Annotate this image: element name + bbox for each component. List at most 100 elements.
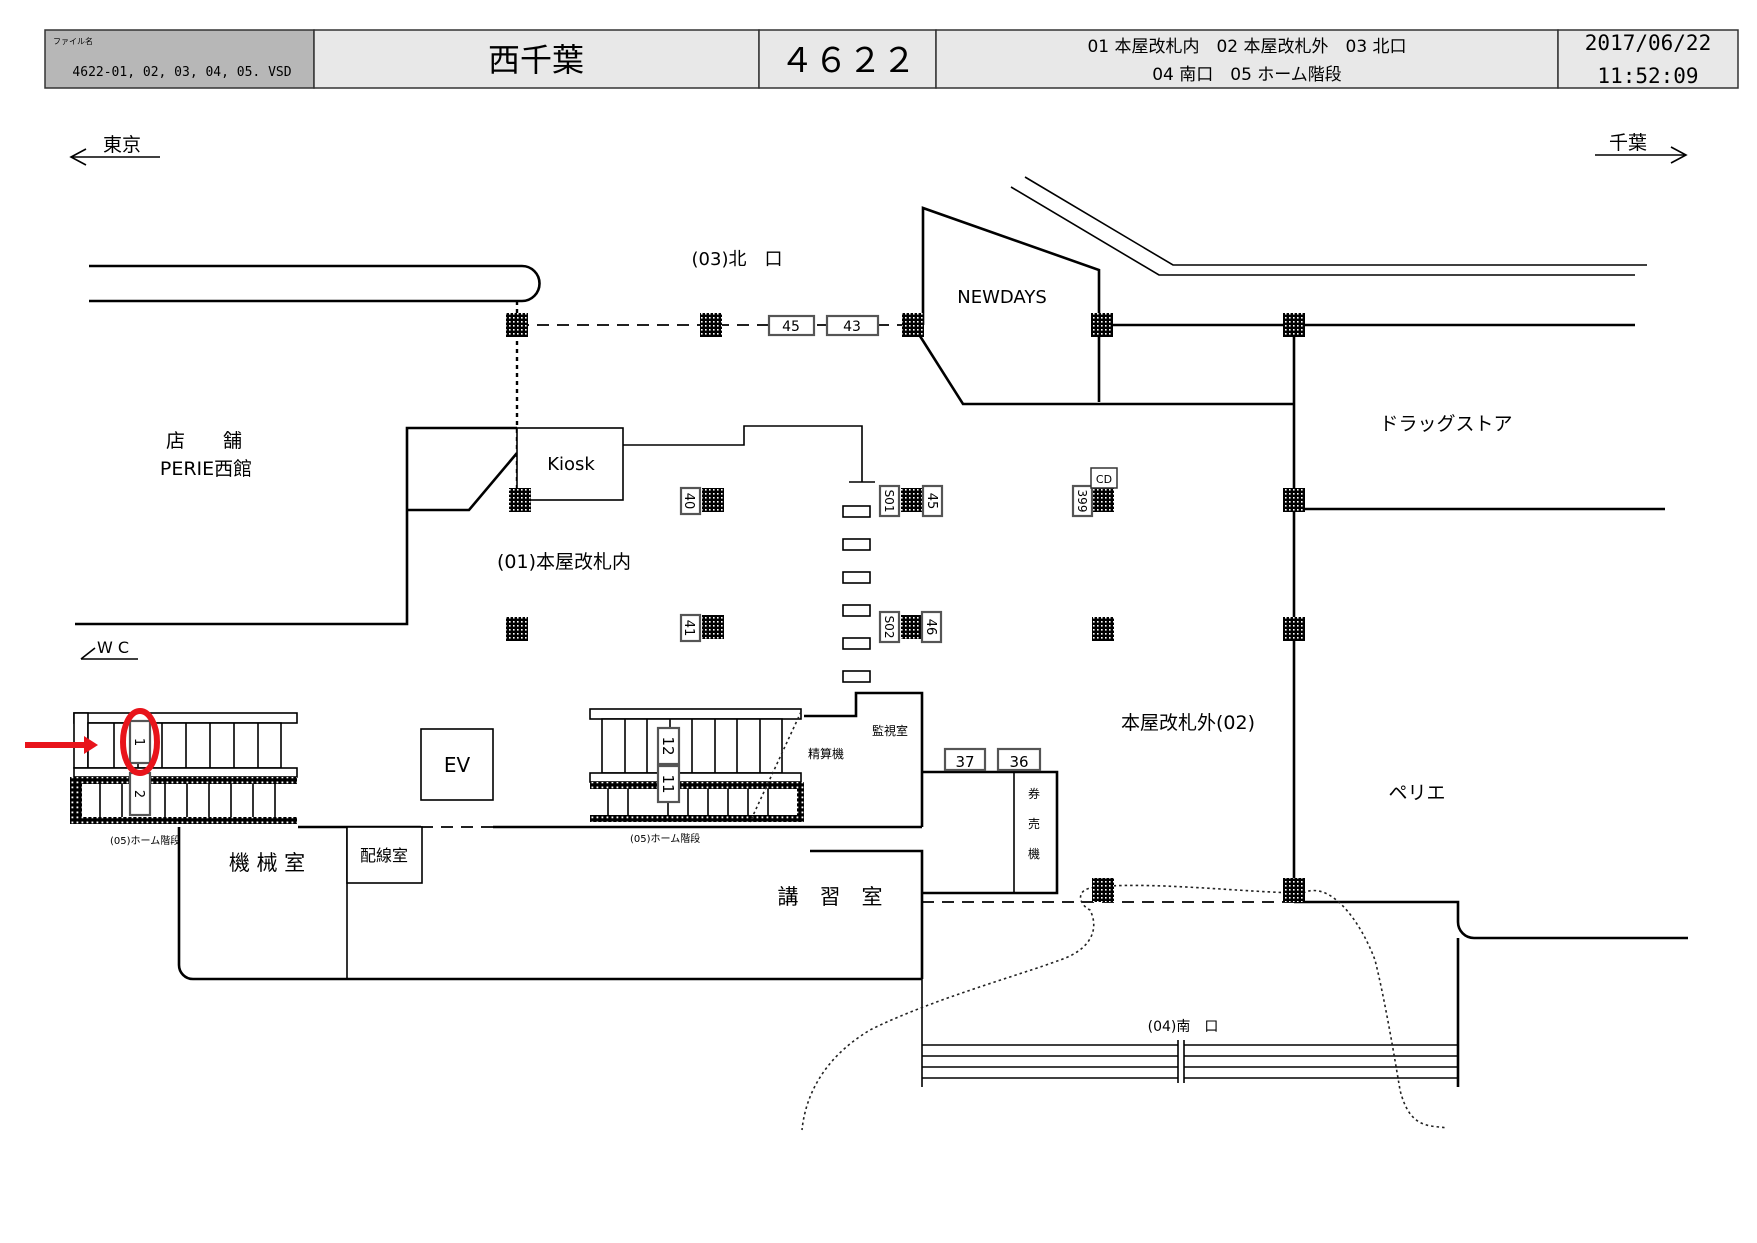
pillar <box>506 313 528 337</box>
svg-text:2: 2 <box>131 790 146 798</box>
label-ticket-machine-3: 機 <box>1028 846 1040 861</box>
arrow-right-icon <box>1670 146 1688 164</box>
highlight-arrow-icon <box>84 736 98 754</box>
area-list-cell <box>935 29 1559 89</box>
sign-40[interactable]: 40 <box>679 486 702 516</box>
arrow-left-icon <box>69 148 87 166</box>
label-outside-gate: 本屋改札外(02) <box>1121 712 1255 734</box>
label-kiosk: Kiosk <box>547 454 595 475</box>
date: 2017/06/22 <box>1585 31 1711 55</box>
area-list-line1: 01 本屋改札内 02 本屋改札外 03 北口 <box>1087 37 1406 57</box>
platform-stairs-left: (05)ホーム階段 <box>70 712 298 847</box>
label-perie-west: PERIE西館 <box>160 458 252 480</box>
direction-tokyo: 東京 <box>69 134 160 166</box>
sign-45[interactable]: 45 <box>767 314 816 337</box>
sign-12[interactable]: 12 <box>656 726 681 766</box>
sign-45-gate[interactable]: 45 <box>921 484 944 518</box>
file-label: ファイル名 <box>53 36 93 46</box>
highlight-ellipse <box>120 708 160 776</box>
pillar <box>702 615 724 639</box>
pillar <box>902 313 924 337</box>
header-bar: ファイル名 4622-01, 02, 03, 04, 05. VSD 西千葉 ４… <box>44 29 1739 89</box>
pillar <box>1091 313 1113 337</box>
walls <box>75 176 1688 1131</box>
pillar <box>506 617 528 641</box>
kiosk-room <box>516 427 624 501</box>
sign-36[interactable]: 36 <box>996 747 1042 772</box>
label-drugstore: ドラッグストア <box>1379 413 1512 435</box>
station-code-cell <box>758 29 937 89</box>
pillar <box>1283 878 1305 902</box>
sign-s01[interactable]: S01 <box>878 484 901 518</box>
label-ticket-machine-2: 売 <box>1028 816 1040 831</box>
pillar <box>1092 617 1114 641</box>
sign-41[interactable]: 41 <box>679 613 702 643</box>
svg-text:40: 40 <box>681 493 696 510</box>
ticket-gate <box>842 571 871 584</box>
ticket-gate <box>842 637 871 650</box>
svg-text:12: 12 <box>659 736 677 755</box>
pillar <box>702 488 724 512</box>
pillars <box>506 313 1305 902</box>
direction-chiba: 千葉 <box>1595 132 1688 164</box>
sign-11[interactable]: 11 <box>656 764 681 804</box>
sign-s02[interactable]: S02 <box>878 610 901 644</box>
platform-stairs-right: (05)ホーム階段 <box>589 708 804 845</box>
svg-text:36: 36 <box>1009 753 1028 771</box>
label-south-exit: (04)南 口 <box>1148 1019 1219 1035</box>
ticket-gate <box>842 670 871 683</box>
ticket-gates <box>842 505 871 683</box>
sign-cd[interactable]: CD <box>1090 467 1118 489</box>
file-name: 4622-01, 02, 03, 04, 05. VSD <box>72 65 291 80</box>
pillar <box>901 615 923 639</box>
svg-text:S01: S01 <box>882 490 896 513</box>
south-exit-stairs <box>922 1040 1458 1083</box>
label-wc: W C <box>97 638 129 657</box>
ticket-gate <box>842 604 871 617</box>
sign-46[interactable]: 46 <box>920 610 943 644</box>
sign-tags[interactable]: 45 43 40 41 S01 45 S02 46 <box>128 314 1118 817</box>
sign-43[interactable]: 43 <box>825 314 880 337</box>
svg-text:1: 1 <box>131 738 146 746</box>
sign-1[interactable]: 1 <box>128 719 152 765</box>
platform-stairs-left-label: (05)ホーム階段 <box>110 834 180 847</box>
ticket-gate <box>842 505 871 518</box>
sign-37[interactable]: 37 <box>943 747 987 772</box>
area-labels: (03)北 口 NEWDAYS 店 舗 PERIE西館 Kiosk (01)本屋… <box>97 249 1513 1035</box>
sign-2[interactable]: 2 <box>128 771 152 817</box>
boundary-curve <box>1302 889 1448 1129</box>
label-north-exit: (03)北 口 <box>692 249 783 270</box>
time: 11:52:09 <box>1597 64 1698 88</box>
label-training-room: 講 習 室 <box>778 885 883 909</box>
svg-text:S02: S02 <box>882 616 896 639</box>
label-wiring-room: 配線室 <box>360 846 408 865</box>
svg-text:399: 399 <box>1075 490 1089 513</box>
svg-text:41: 41 <box>681 620 696 637</box>
label-ticket-machine-1: 券 <box>1028 786 1040 801</box>
svg-text:45: 45 <box>924 493 939 510</box>
station-name: 西千葉 <box>488 41 584 79</box>
label-fare-adjust: 精算機 <box>808 746 844 761</box>
label-monitor-room: 監視室 <box>872 723 908 738</box>
sign-399[interactable]: 399 <box>1071 484 1094 518</box>
svg-text:CD: CD <box>1096 473 1112 486</box>
svg-text:45: 45 <box>782 319 800 335</box>
area-list-line2: 04 南口 05 ホーム階段 <box>1152 65 1342 85</box>
station-code: ４６２２ <box>780 41 916 81</box>
pillar <box>1283 313 1305 337</box>
svg-text:11: 11 <box>659 774 677 793</box>
pillar <box>1092 878 1114 902</box>
pillar <box>1283 617 1305 641</box>
direction-right-label: 千葉 <box>1609 132 1647 154</box>
label-perie: ペリエ <box>1388 782 1445 804</box>
pillar <box>509 488 531 512</box>
label-store: 店 舗 <box>166 430 242 452</box>
elevator <box>420 728 494 801</box>
label-ev: EV <box>444 753 471 777</box>
svg-text:46: 46 <box>923 619 938 636</box>
target-highlight <box>25 708 160 776</box>
svg-text:43: 43 <box>843 319 861 335</box>
svg-text:37: 37 <box>955 753 974 771</box>
boundary-curve <box>801 884 1304 1131</box>
